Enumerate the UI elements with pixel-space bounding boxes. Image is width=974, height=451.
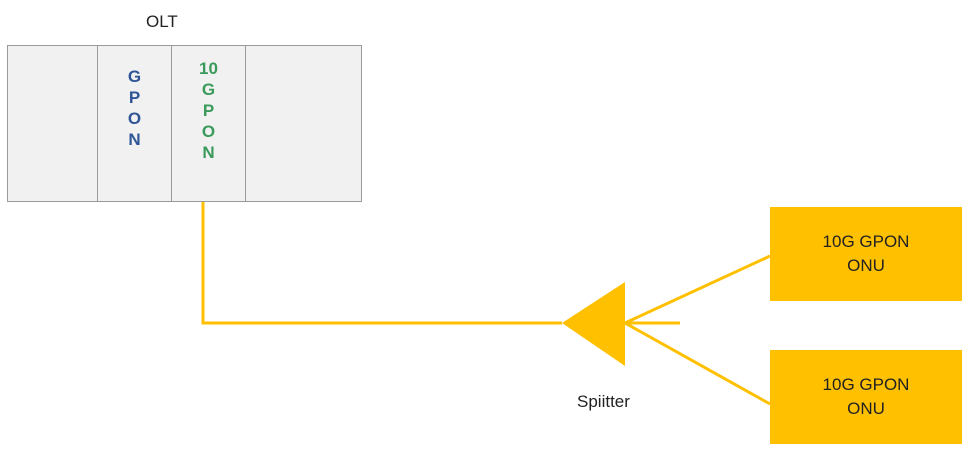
olt-chassis: G P O N 10 G P O N — [7, 45, 362, 202]
10g-gpon-label: 10 G P O N — [172, 58, 245, 163]
splitter-triangle — [562, 282, 625, 366]
xgpon-char: 10 — [199, 59, 218, 78]
drop-fiber-1 — [624, 254, 771, 325]
gpon-label: G P O N — [98, 66, 171, 150]
drop-fiber-2 — [624, 321, 771, 406]
onu-label-line1: 10G GPON — [822, 232, 910, 251]
olt-slot-gpon: G P O N — [98, 46, 172, 201]
onu-label-line2: ONU — [847, 399, 885, 418]
gpon-char: G — [127, 67, 142, 86]
splitter-label: Spiitter — [577, 392, 630, 411]
olt-title: OLT — [146, 12, 178, 31]
gpon-char: P — [128, 88, 141, 107]
xgpon-char: O — [201, 122, 216, 141]
gpon-char: O — [127, 109, 142, 128]
onu-box-1: 10G GPON ONU — [770, 207, 962, 301]
onu-label-line2: ONU — [847, 256, 885, 275]
olt-slot-empty-left — [8, 46, 98, 201]
xgpon-char: G — [201, 80, 216, 99]
olt-slot-10g-gpon: 10 G P O N — [172, 46, 246, 201]
xgpon-char: N — [202, 143, 215, 162]
feeder-fiber — [201, 202, 562, 325]
onu-label-line1: 10G GPON — [822, 375, 910, 394]
xgpon-char: P — [202, 101, 215, 120]
onu-box-2: 10G GPON ONU — [770, 350, 962, 444]
gpon-char: N — [128, 130, 141, 149]
